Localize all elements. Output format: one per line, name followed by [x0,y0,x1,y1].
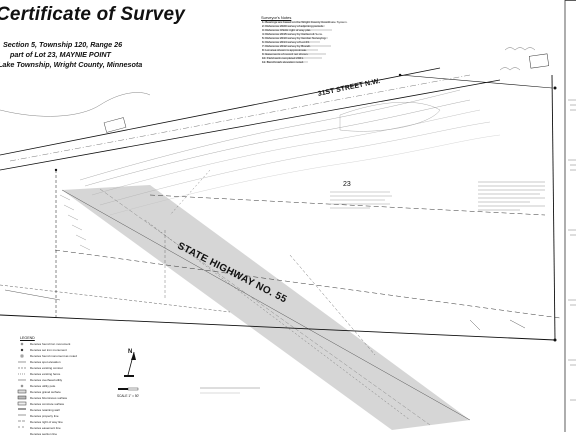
legend-title: LEGEND [20,336,35,340]
contour-line-4 [99,121,491,206]
dock-structure [103,117,127,133]
monument-4 [54,168,58,172]
note-item: 9. Easements of record not shown. [262,52,309,56]
highway-centerline [99,188,431,426]
north-arrow-icon [124,351,136,377]
monument-3 [398,73,402,77]
legend-symbols [17,342,27,428]
slope-hatch [59,194,91,251]
tree-line [499,47,536,71]
leader-line-3 [4,289,61,301]
note-item: 3. Reference CSAH right of way plat. [262,28,312,32]
legend-item: Denotes bituminous surface [30,396,68,400]
location-line-1: Section 5, Township 120, Range 26 [3,40,123,49]
location-line-2: part of Lot 23, MAYNIE POINT [10,50,111,59]
legend-item: Denotes property line [30,414,59,418]
legend-item: Denotes concrete surface [30,402,65,406]
note-item: 8. Lot area shown is approximate. [262,48,308,52]
notes-text-lines [262,21,332,63]
legend-item: Denotes spot elevation [30,360,61,364]
legend-item: Denotes found monument as noted [30,354,77,358]
note-item: 5. Reference 2013 survey by Gordon Surve… [262,36,327,40]
dashed-line-3 [144,219,411,421]
parcel-line-south [0,314,556,341]
contour-line-5 [109,134,501,216]
note-item: 4. Reference 2015 survey by Carlson & So… [262,32,323,36]
contour-line-2 [84,99,471,187]
lot-description-lines [330,191,392,209]
lot-number: 23 [343,181,351,188]
legend-item: Denotes existing fence [30,372,61,376]
legend-item: Denotes utility pole [30,384,56,388]
parcel-line-north [399,74,553,89]
note-item: 10. Field work completed 2021. [262,56,304,60]
leader-line-2 [509,319,526,329]
contour-line-1 [79,89,461,181]
street-row-north [0,67,441,156]
legend-item: Denotes right of way line [30,420,63,424]
legend-item: Denotes easement line [30,426,61,430]
legend-item: Denotes set iron monument [30,348,67,352]
street-row-south [0,79,501,171]
note-item: 11. Benchmark elevation noted. [262,60,304,64]
parcel-line-east [551,74,556,341]
scale-bar [118,387,139,391]
note-item: 1. Bearings are based on the Wright Coun… [262,20,348,24]
right-text-block [478,181,545,211]
legend-item: Denotes section line [30,432,58,436]
dashed-line-2 [289,254,376,356]
page-title: Certificate of Survey [0,4,185,25]
building-footprint [528,53,550,69]
leader-line-1 [469,319,481,331]
note-item: 6. Reference 2014 survey of Lot 23. [262,40,310,44]
notes-title: Surveyor's Notes [261,15,292,20]
monument-2 [553,338,557,342]
legend-item: Denotes retaining wall [30,408,60,412]
scale-label: SCALE 1" = 50' [117,394,140,398]
monument-1 [553,86,557,90]
highway-edge-north [61,189,471,421]
contour-line-3 [91,109,481,196]
note-item: 2. Reference 2020 survey of adjoining pa… [262,24,324,28]
shoreline [0,92,151,117]
north-label: N [128,349,133,355]
legend-item: Denotes existing contour [30,366,64,370]
title-block [568,99,576,401]
location-line-3: Lake Township, Wright County, Minnesota [0,60,143,69]
highway-row-line-upper [149,194,546,216]
legend-item: Denotes overhead utility [30,378,63,382]
highway-pavement [62,185,470,430]
highway-row-line-far [0,284,231,313]
street-centerline [9,74,471,162]
legend-item: Denotes found iron monument [30,342,71,346]
note-item: 7. Reference 2012 survey by Brandt. [262,44,311,48]
legend-item: Denotes gravel surface [30,390,61,394]
highway-row-line-lower [54,249,561,319]
